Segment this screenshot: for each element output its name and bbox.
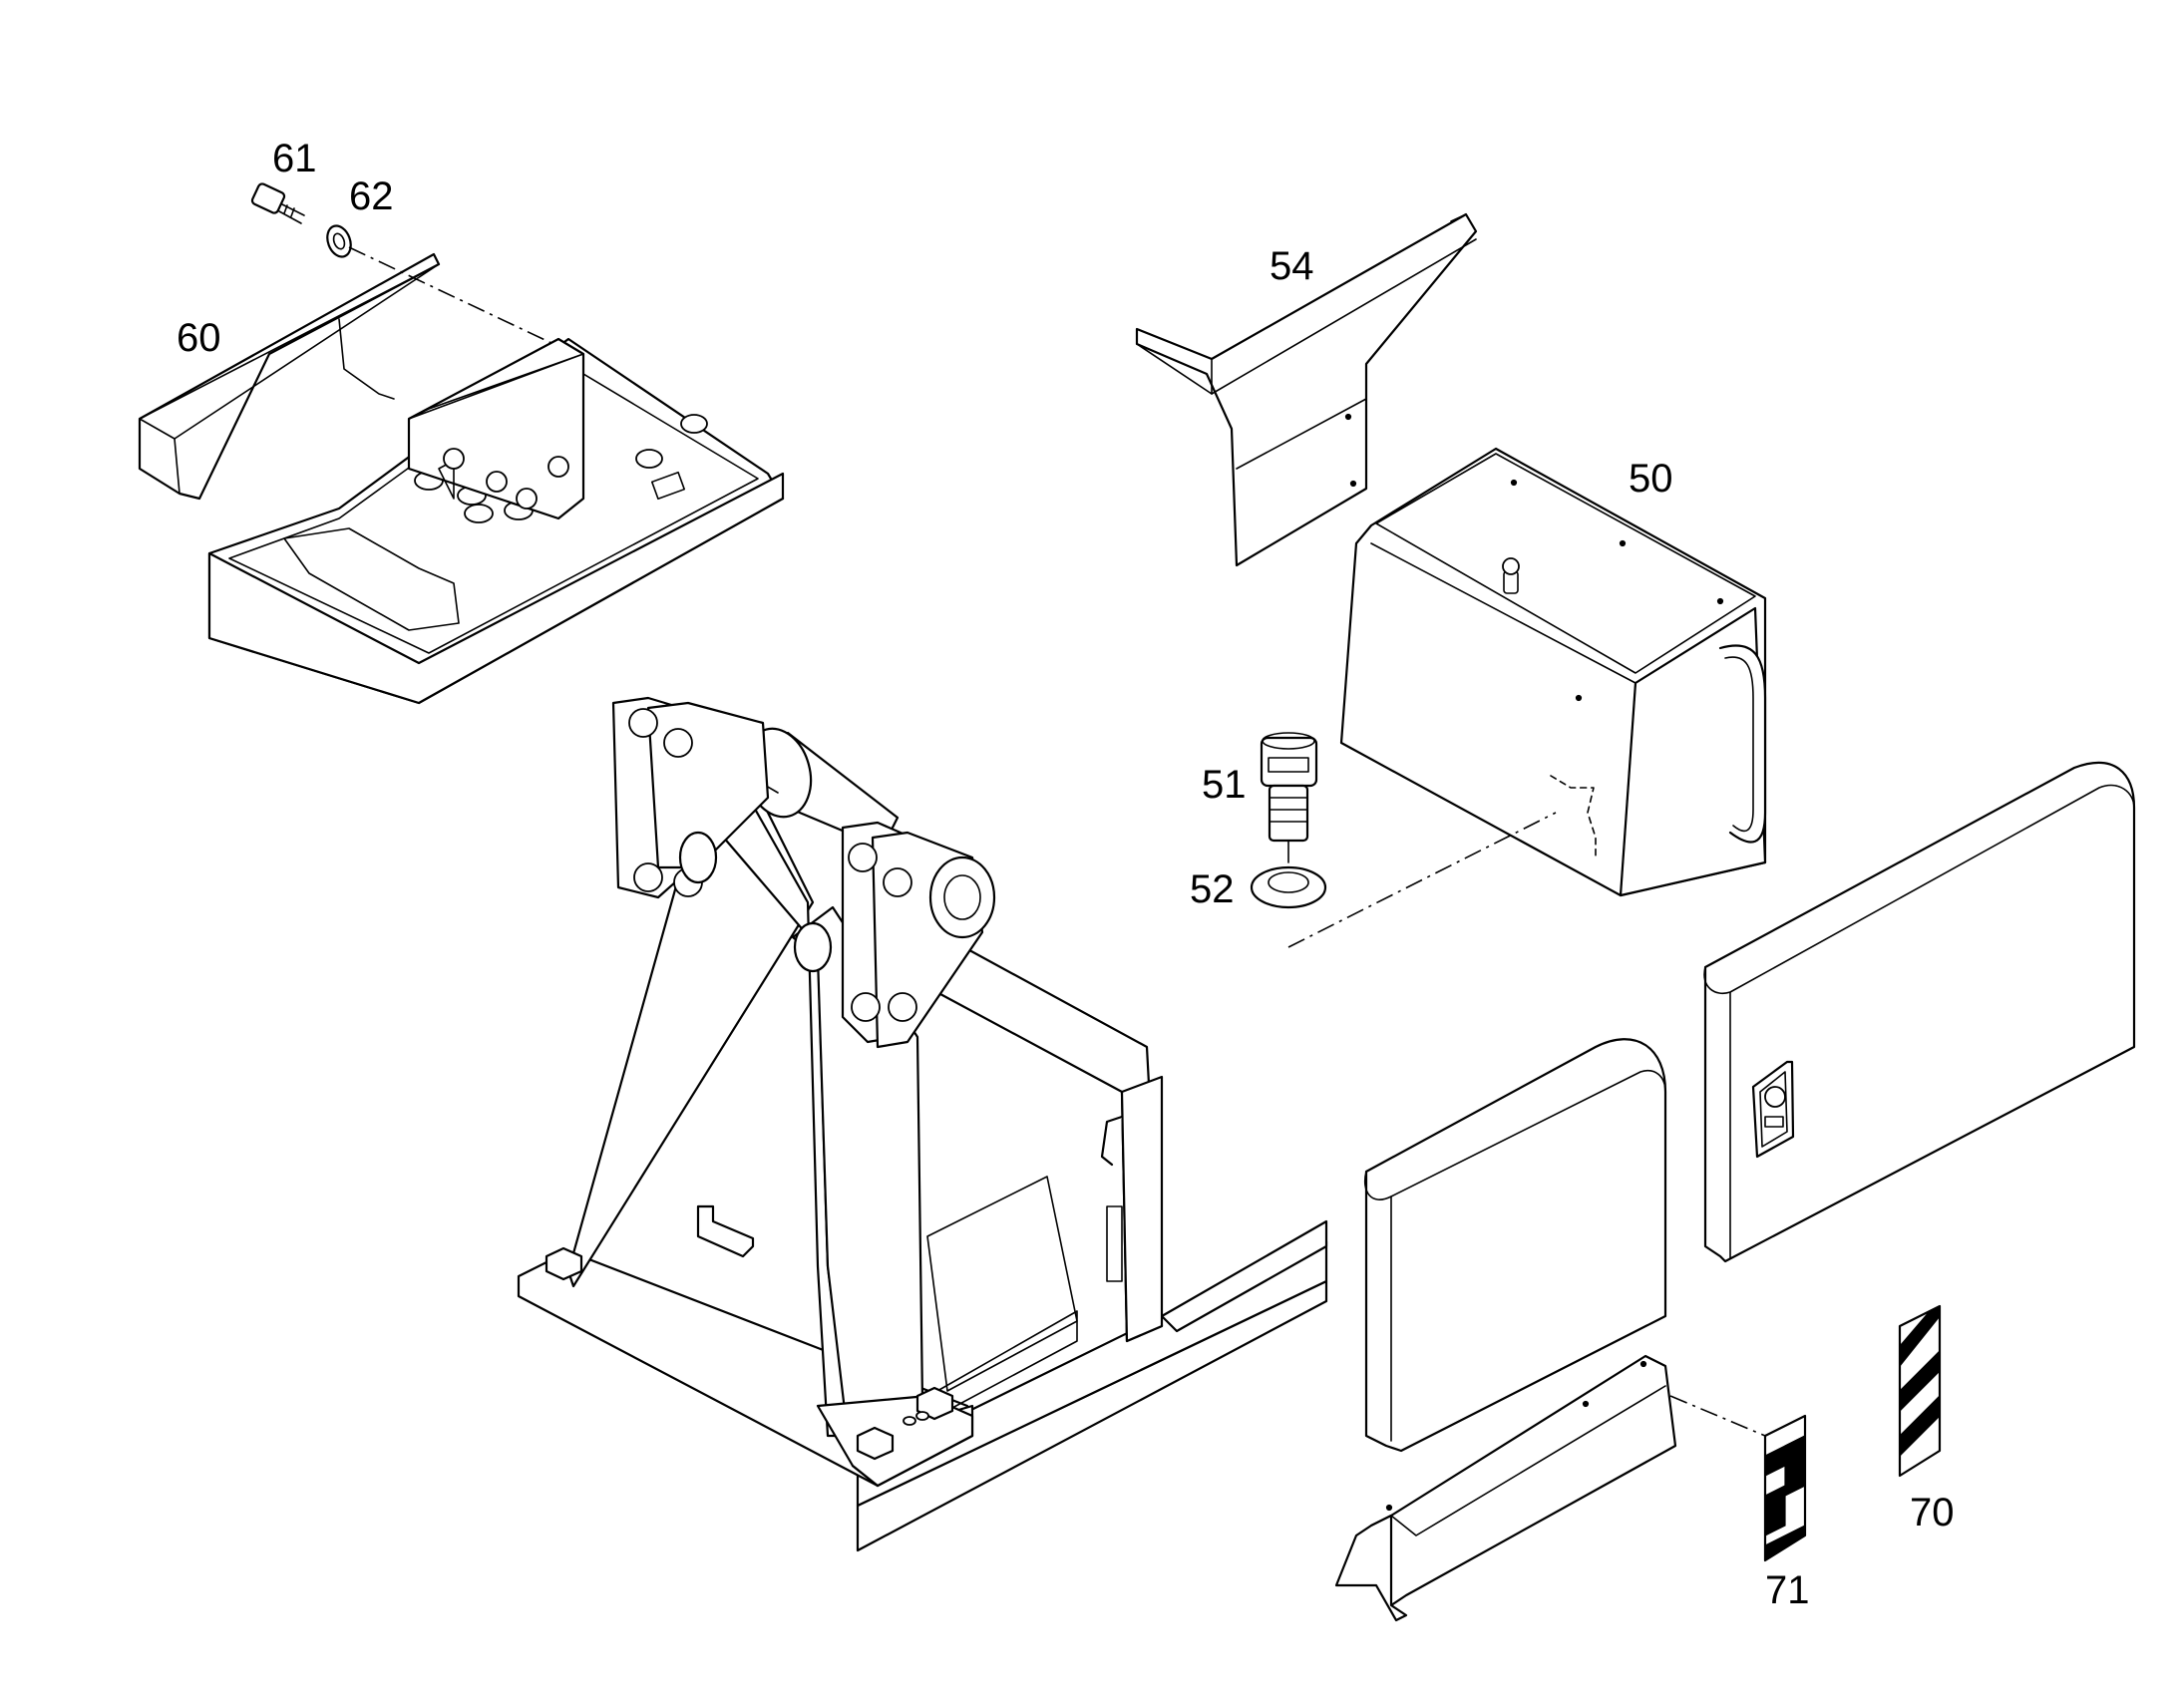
callout-71: 71 — [1765, 1568, 1810, 1612]
part-60-cover-plate — [138, 252, 785, 705]
callout-62: 62 — [349, 174, 394, 218]
leader-bracket-71 — [1669, 1395, 1766, 1437]
leader-61-62-60 — [348, 246, 554, 345]
base-frame — [517, 696, 1328, 1552]
callout-51: 51 — [1202, 763, 1247, 807]
part-52-washer — [1250, 865, 1327, 909]
callout-60: 60 — [177, 316, 221, 360]
bottom-angle-bracket — [1334, 1354, 1677, 1622]
leader-52-50 — [1287, 812, 1557, 948]
part-71-warning-decal — [1763, 1414, 1807, 1562]
callout-61: 61 — [272, 137, 317, 180]
callout-54: 54 — [1270, 244, 1314, 288]
part-50-box — [1339, 447, 1767, 897]
side-panel-left — [1364, 1038, 1667, 1453]
part-54-bracket — [1135, 212, 1478, 567]
side-panel-right-with-latch — [1703, 762, 2136, 1263]
callout-52: 52 — [1190, 867, 1235, 911]
part-61-screw — [250, 182, 305, 224]
callout-50: 50 — [1629, 457, 1673, 501]
part-51-bolt — [1260, 732, 1318, 863]
part-62-washer — [326, 224, 352, 258]
part-70-warning-decal — [1898, 1304, 1942, 1478]
callout-70: 70 — [1910, 1491, 1955, 1535]
